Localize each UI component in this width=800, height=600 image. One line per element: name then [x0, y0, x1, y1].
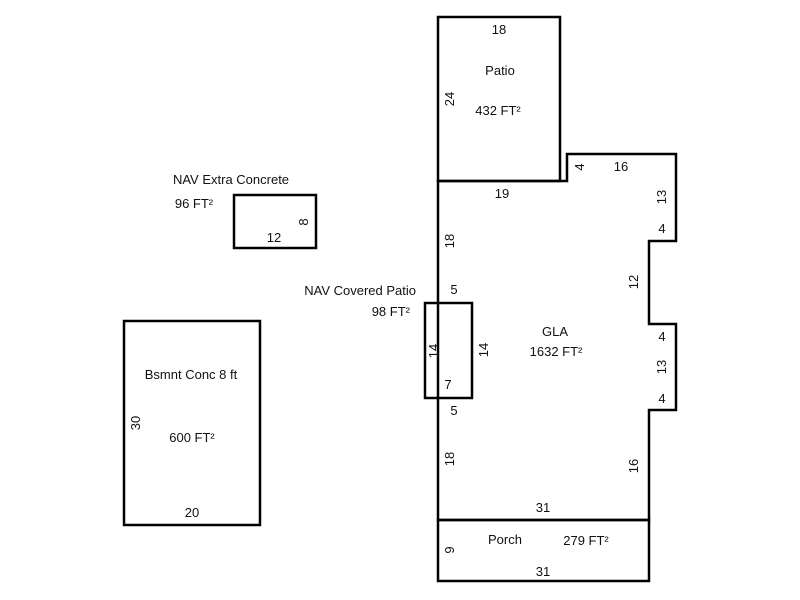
- gla-dim-right-lower: 13: [654, 360, 669, 374]
- gla-label: GLA: [542, 324, 568, 339]
- basement-outline: [122, 319, 262, 527]
- gla-dim-step-upper: 4: [658, 221, 665, 236]
- gla-area[interactable]: 19 4 16 13 4 12 4 13 4 16 31 18 5 14 5 1…: [436, 152, 678, 522]
- gla-dim-left-upper: 18: [442, 234, 457, 248]
- covered-patio-area[interactable]: 14 7 NAV Covered Patio 98 FT²: [304, 283, 474, 400]
- porch-dim-bottom: 31: [536, 564, 550, 579]
- basement-area[interactable]: 30 20 Bsmnt Conc 8 ft 600 FT²: [122, 319, 262, 527]
- gla-dim-bottom: 31: [536, 500, 550, 515]
- basement-area-value: 600 FT²: [169, 430, 215, 445]
- covered-patio-dim-bottom: 7: [444, 377, 451, 392]
- porch-area-value: 279 FT²: [563, 533, 609, 548]
- extra-concrete-dim-right: 8: [296, 218, 311, 225]
- gla-dim-top-right: 16: [614, 159, 628, 174]
- gla-dim-left-inner: 14: [476, 343, 491, 357]
- gla-area-value: 1632 FT²: [530, 344, 583, 359]
- gla-dim-notch: 4: [572, 163, 587, 170]
- porch-area[interactable]: 9 31 Porch 279 FT²: [436, 518, 651, 583]
- gla-dim-top-left: 19: [495, 186, 509, 201]
- covered-patio-outline: [423, 301, 474, 400]
- gla-dim-step-mid: 4: [658, 329, 665, 344]
- patio-area[interactable]: 18 24 Patio 432 FT²: [436, 15, 562, 183]
- gla-dim-recess: 12: [626, 275, 641, 289]
- gla-dim-step-lower: 4: [658, 391, 665, 406]
- covered-patio-dim-left: 14: [426, 344, 441, 358]
- covered-patio-area-value: 98 FT²: [372, 304, 411, 319]
- patio-label: Patio: [485, 63, 515, 78]
- gla-dim-left-lower: 18: [442, 452, 457, 466]
- extra-concrete-outline: [232, 193, 318, 250]
- porch-label: Porch: [488, 532, 522, 547]
- porch-dim-left: 9: [442, 546, 457, 553]
- patio-dim-top: 18: [492, 22, 506, 37]
- covered-patio-label: NAV Covered Patio: [304, 283, 416, 298]
- extra-concrete-area[interactable]: 8 12 NAV Extra Concrete 96 FT²: [173, 172, 318, 250]
- basement-dim-left: 30: [128, 416, 143, 430]
- extra-concrete-dim-bottom: 12: [267, 230, 281, 245]
- gla-dim-right-bottom: 16: [626, 459, 641, 473]
- extra-concrete-label: NAV Extra Concrete: [173, 172, 289, 187]
- basement-label: Bsmnt Conc 8 ft: [145, 367, 238, 382]
- basement-dim-bottom: 20: [185, 505, 199, 520]
- patio-area-value: 432 FT²: [475, 103, 521, 118]
- porch-outline: [436, 518, 651, 583]
- patio-dim-left: 24: [442, 92, 457, 106]
- gla-dim-left-gap-lower: 5: [450, 403, 457, 418]
- gla-dim-right-upper: 13: [654, 190, 669, 204]
- extra-concrete-area-value: 96 FT²: [175, 196, 214, 211]
- gla-dim-left-gap-upper: 5: [450, 282, 457, 297]
